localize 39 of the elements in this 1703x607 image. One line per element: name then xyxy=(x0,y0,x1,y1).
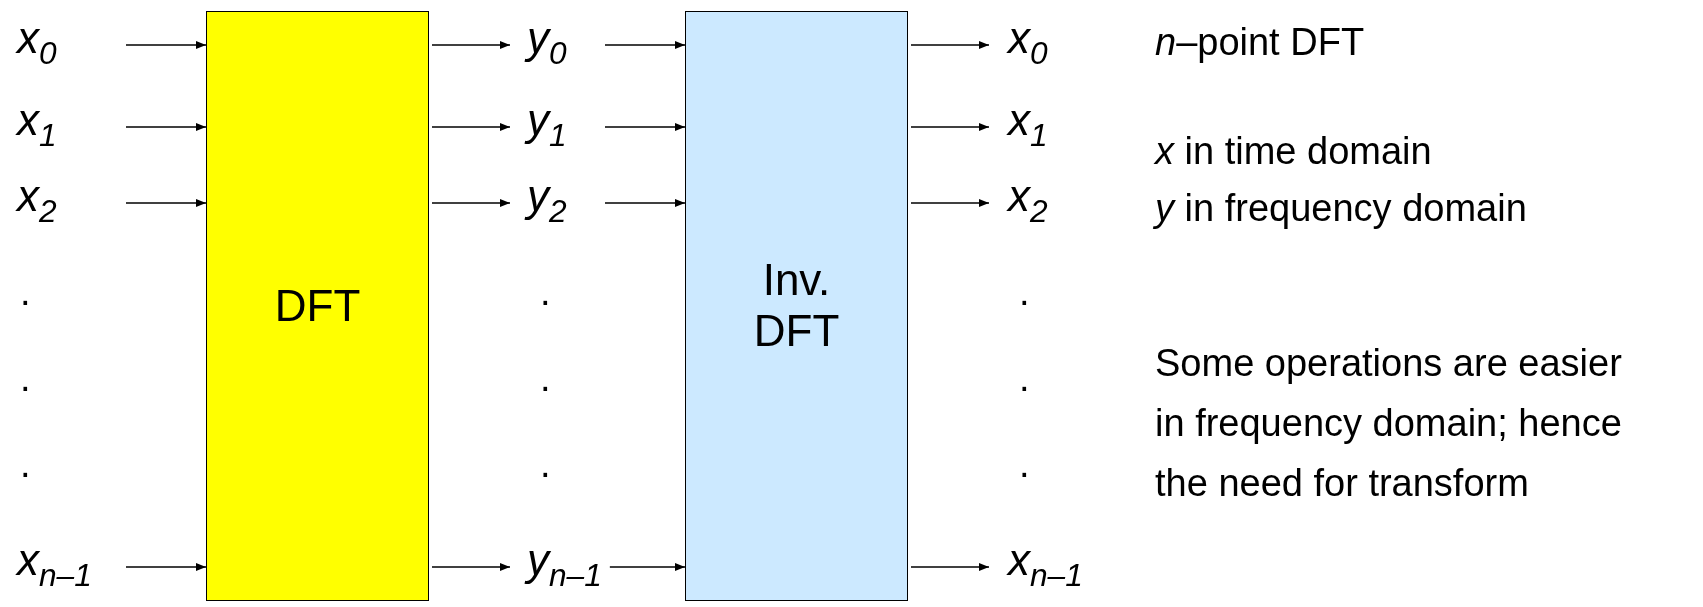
note-text: y in frequency domain xyxy=(1155,186,1527,231)
note-text: n–point DFT xyxy=(1155,20,1365,65)
note-text: . xyxy=(1019,270,1030,315)
signal-label: x$_{2}$ xyxy=(1008,174,1048,228)
arrow xyxy=(125,563,207,571)
arrow xyxy=(604,199,686,207)
arrow xyxy=(910,199,990,207)
arrow xyxy=(125,199,207,207)
arrow xyxy=(431,563,511,571)
arrow xyxy=(910,41,990,49)
note-text: . xyxy=(1019,442,1030,487)
arrow xyxy=(431,123,511,131)
arrow xyxy=(125,41,207,49)
signal-label: x$_{2}$ xyxy=(17,174,57,228)
arrow xyxy=(604,41,686,49)
arrow xyxy=(125,123,207,131)
signal-label: x$_{1}$ xyxy=(17,98,57,152)
arrow xyxy=(910,563,990,571)
signal-label: x$_{n–1}$ xyxy=(17,538,92,592)
arrow xyxy=(431,41,511,49)
note-text: . xyxy=(20,356,31,401)
arrow xyxy=(431,199,511,207)
note-text: . xyxy=(540,356,551,401)
note-text: . xyxy=(540,270,551,315)
signal-label: x$_{1}$ xyxy=(1008,98,1048,152)
process-box: DFT xyxy=(206,11,429,601)
note-text: . xyxy=(540,442,551,487)
note-text: . xyxy=(20,270,31,315)
note-text: x in time domain xyxy=(1155,129,1432,174)
note-paragraph: Some operations are easier in frequency domain; hence the need for transform xyxy=(1155,341,1623,506)
note-text: . xyxy=(1019,356,1030,401)
arrow xyxy=(604,123,686,131)
arrow xyxy=(609,563,686,571)
signal-label: x$_{0}$ xyxy=(1008,16,1048,70)
signal-label: x$_{n–1}$ xyxy=(1008,538,1083,592)
arrow xyxy=(910,123,990,131)
note-text: . xyxy=(20,442,31,487)
process-box: Inv. DFT xyxy=(685,11,908,601)
signal-label: x$_{0}$ xyxy=(17,16,57,70)
